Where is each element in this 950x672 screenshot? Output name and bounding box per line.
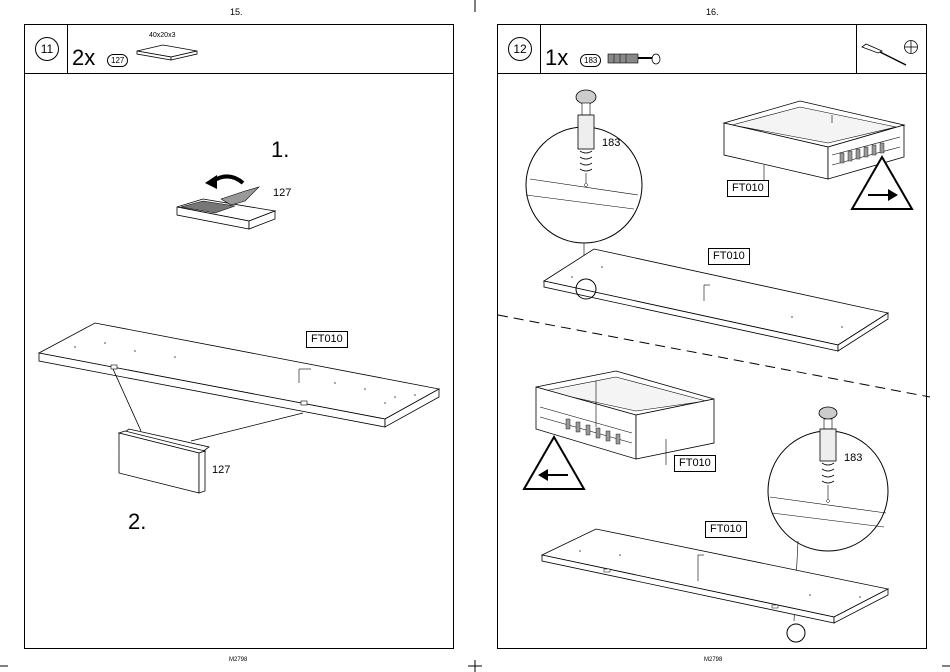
- top-drawer-label: FT010: [727, 180, 769, 197]
- substep-1-label: 1.: [271, 137, 289, 163]
- part-id-badge: 183: [580, 54, 601, 67]
- bottom-board-label: FT010: [705, 521, 747, 538]
- warning-arrow-right-icon: [850, 155, 914, 211]
- bottom-zoom-part-label: 183: [844, 452, 862, 464]
- substep-1-part-label: 127: [273, 187, 291, 199]
- step-11-header: 11 2x 127 40x20x3: [25, 25, 453, 74]
- step-12-panel: 12 1x 183: [497, 24, 927, 649]
- substep-2-label: 2.: [128, 509, 146, 535]
- step-number-badge: 12: [508, 37, 532, 61]
- part-id-badge: 127: [107, 54, 128, 67]
- step-12-header: 12 1x 183: [498, 25, 926, 74]
- step-number-badge: 11: [35, 37, 59, 61]
- part-quantity: 1x: [545, 45, 568, 71]
- top-board-label: FT010: [708, 248, 750, 265]
- cam-bolt-icon: [606, 47, 666, 69]
- bottom-board-illustration: [540, 525, 892, 625]
- felt-pad-127-illustration: [117, 429, 217, 499]
- header-divider: [540, 25, 541, 73]
- part-quantity: 2x: [72, 45, 95, 71]
- header-divider: [67, 25, 68, 73]
- peel-arrow-icon: [205, 175, 217, 189]
- felt-pad-part-icon: [133, 43, 203, 63]
- top-zoom-part-label: 183: [602, 137, 620, 149]
- part-dimensions: 40x20x3: [149, 32, 175, 39]
- step-11-panel: 11 2x 127 40x20x3 1. 127: [24, 24, 454, 649]
- board-label: FT010: [306, 331, 348, 348]
- warning-arrow-left-icon: [522, 435, 586, 491]
- phillips-head-icon: [903, 39, 919, 55]
- bottom-drawer-label: FT010: [674, 455, 716, 472]
- tools-divider: [856, 25, 857, 73]
- peel-pad-illustration: [173, 171, 283, 241]
- substep-2-part-label: 127: [212, 464, 230, 476]
